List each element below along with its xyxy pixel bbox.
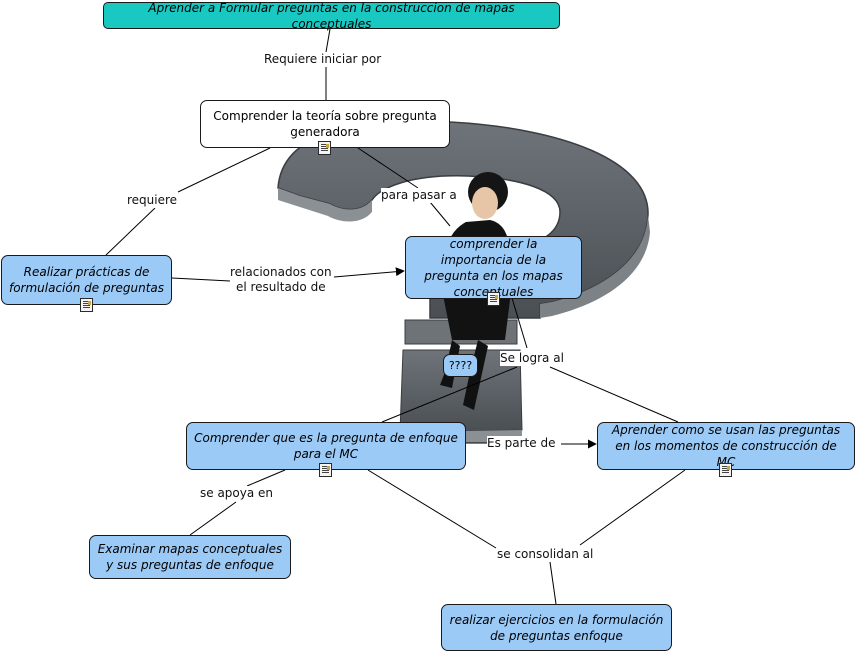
node-usar-preguntas[interactable]: Aprender como se usan las preguntas en l… <box>597 422 855 470</box>
node-realizar-practicas-text: Realizar prácticas de formulación de pre… <box>8 265 165 295</box>
link-label-para-pasar: para pasar a <box>381 188 457 203</box>
document-icon[interactable] <box>487 292 500 306</box>
link-label-se-apoya: se apoya en <box>200 486 274 501</box>
link-label-requiere-iniciar: Requiere iniciar por <box>264 52 382 67</box>
node-pregunta-enfoque[interactable]: Comprender que es la pregunta de enfoque… <box>186 422 466 470</box>
document-icon[interactable] <box>319 463 332 477</box>
title-text: Aprender a Formular preguntas en la cons… <box>148 0 515 31</box>
document-icon[interactable] <box>318 141 331 155</box>
node-comprender-importancia-text: comprender la importancia de la pregunta… <box>424 236 563 299</box>
link-label-requiere: requiere <box>127 193 178 208</box>
node-usar-preguntas-text: Aprender como se usan las preguntas en l… <box>611 423 841 469</box>
link-label-se-consolidan: se consolidan al <box>497 547 594 562</box>
node-examinar-mapas-text: Examinar mapas conceptuales y sus pregun… <box>97 542 283 572</box>
title-node[interactable]: Aprender a Formular preguntas en la cons… <box>103 0 560 31</box>
node-pregunta-enfoque-text: Comprender que es la pregunta de enfoque… <box>194 431 458 461</box>
node-unknown-text: ???? <box>448 358 473 372</box>
node-realizar-ejercicios[interactable]: realizar ejercicios en la formulación de… <box>441 604 672 651</box>
node-comprender-teoria[interactable]: Comprender la teoría sobre pregunta gene… <box>200 100 450 148</box>
document-icon[interactable] <box>80 298 93 312</box>
connection-lines <box>105 28 686 605</box>
link-label-se-logra: Se logra al <box>500 351 564 366</box>
link-label-relacionados: relacionados con el resultado de <box>230 265 332 295</box>
node-unknown[interactable]: ???? <box>443 354 478 377</box>
document-icon[interactable] <box>719 463 732 477</box>
node-realizar-ejercicios-text: realizar ejercicios en la formulación de… <box>449 612 664 643</box>
link-label-es-parte: Es parte de <box>487 436 556 451</box>
node-comprender-importancia[interactable]: comprender la importancia de la pregunta… <box>405 236 582 299</box>
node-comprender-teoria-text: Comprender la teoría sobre pregunta gene… <box>213 109 437 139</box>
node-examinar-mapas[interactable]: Examinar mapas conceptuales y sus pregun… <box>89 535 291 579</box>
